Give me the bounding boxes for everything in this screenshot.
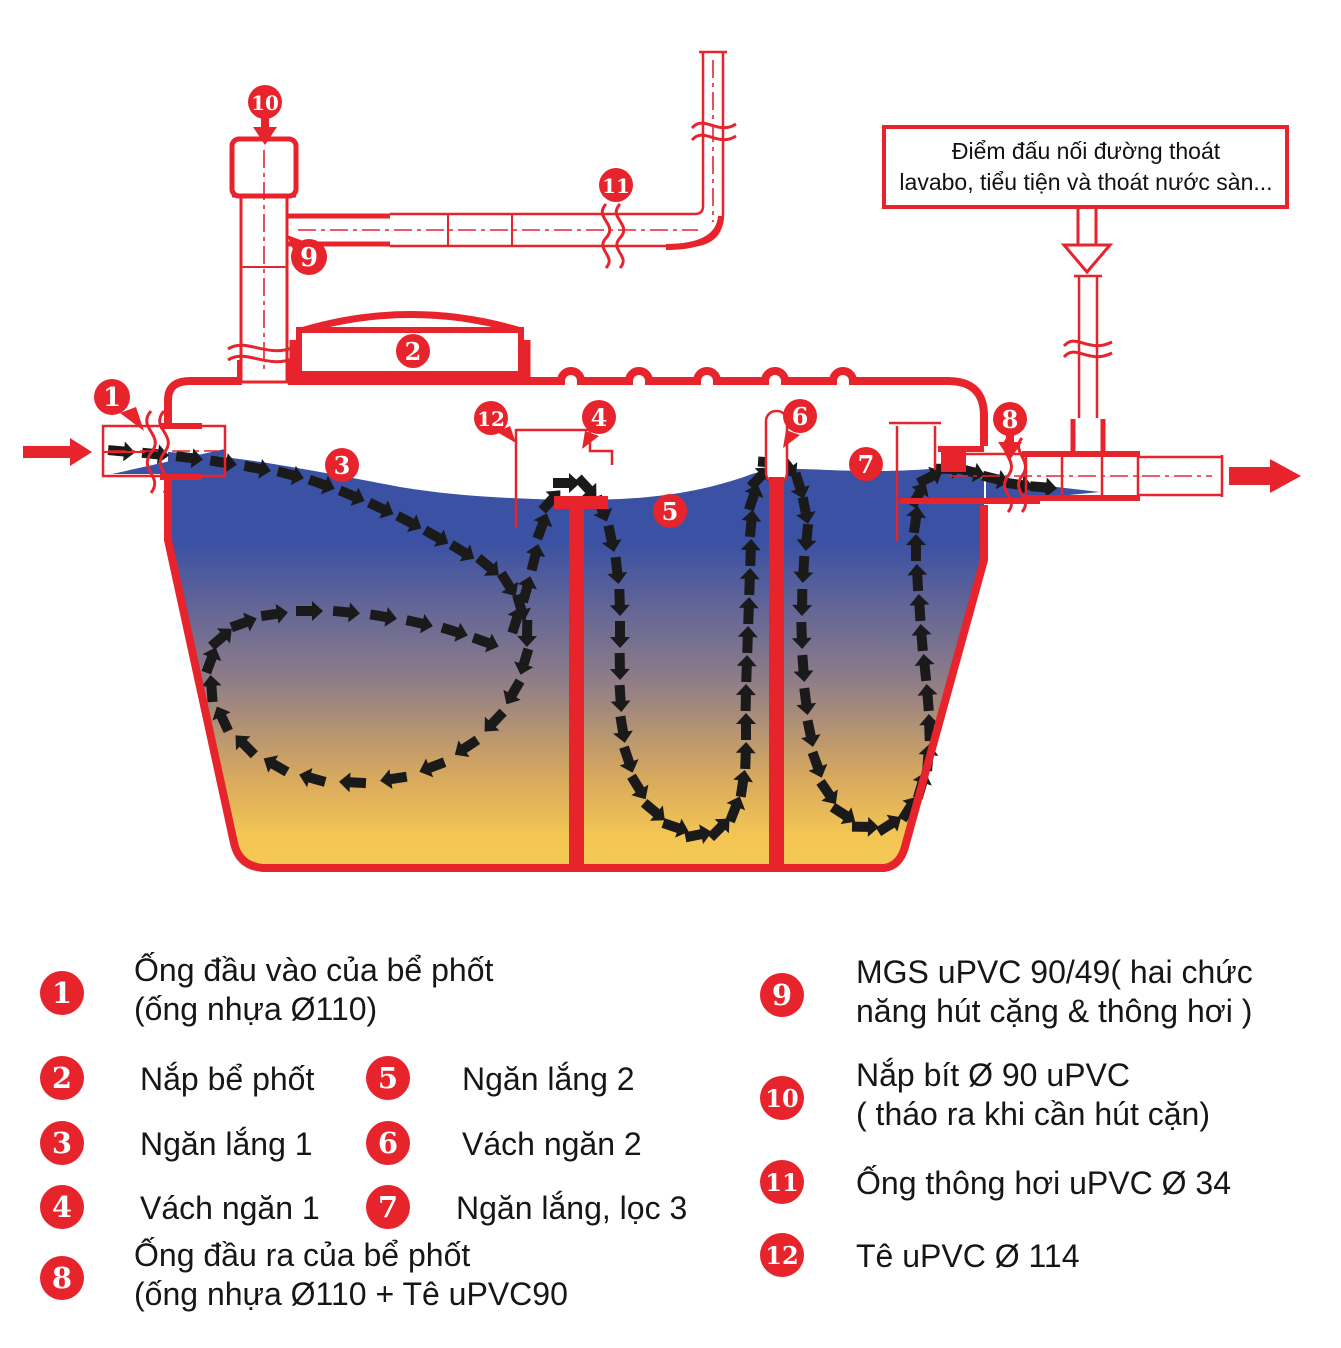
- vent-branch-assembly: [287, 50, 737, 270]
- legend-item-7: 7 Ngăn lắng, lọc 3: [366, 1185, 687, 1229]
- marker-12: 12: [474, 401, 516, 443]
- legend-badge-2: 2: [40, 1056, 84, 1100]
- legend-badge-1: 1: [40, 971, 84, 1015]
- legend-text-12: Tê uPVC Ø 114: [856, 1238, 1080, 1274]
- legend-item-4: 4 Vách ngăn 1: [40, 1185, 320, 1229]
- marker-10: 10: [248, 85, 282, 145]
- inlet-assembly: [23, 410, 227, 494]
- connection-annotation: Điểm đấu nối đường thoát lavabo, tiểu ti…: [882, 125, 1289, 275]
- marker-2: 2: [396, 334, 430, 368]
- legend-item-2: 2 Nắp bể phốt: [40, 1056, 314, 1100]
- tank-top-ribbed-edge: [288, 367, 988, 446]
- baffle-1: [554, 496, 608, 869]
- vent-break-marks: [227, 343, 295, 364]
- svg-text:3: 3: [334, 451, 351, 480]
- marker-11: 11: [599, 168, 633, 202]
- inlet-flow-arrow: [23, 438, 92, 466]
- hollow-arrow-head: [1060, 243, 1114, 275]
- annotation-line2: lavabo, tiểu tiện và thoát nước sàn...: [899, 169, 1272, 195]
- outlet-flanges: [900, 446, 1040, 504]
- legend-badge-6: 6: [366, 1121, 410, 1165]
- legend-item-1: 1 Ống đầu vào của bể phốt (ống nhựa Ø110…: [40, 952, 493, 1029]
- legend-badge-5: 5: [366, 1056, 410, 1100]
- legend-text-9: MGS uPVC 90/49( hai chức năng hút cặng &…: [856, 954, 1253, 1029]
- svg-text:10: 10: [251, 91, 279, 115]
- outlet-tee-body: [1022, 451, 1140, 501]
- svg-text:6: 6: [792, 402, 809, 431]
- legend-badge-8: 8: [40, 1256, 84, 1300]
- legend-badge-10: 10: [760, 1076, 804, 1120]
- legend-item-6: 6 Vách ngăn 2: [366, 1121, 642, 1165]
- svg-text:8: 8: [1002, 405, 1019, 434]
- legend-item-11: 11 Ống thông hơi uPVC Ø 34: [760, 1160, 1231, 1204]
- inlet-break-marks: [145, 410, 170, 494]
- annotation-box: [882, 125, 1289, 209]
- svg-text:7: 7: [858, 450, 875, 479]
- legend-text-5: Ngăn lắng 2: [462, 1061, 635, 1097]
- legend-item-5: 5 Ngăn lắng 2: [366, 1056, 635, 1100]
- svg-text:11: 11: [602, 174, 630, 198]
- outlet-pipe: [1138, 455, 1224, 497]
- marker-1: 1: [94, 379, 144, 431]
- marker-5: 5: [653, 494, 687, 528]
- legend-item-9: 9 MGS uPVC 90/49( hai chức năng hút cặng…: [760, 954, 1253, 1031]
- legend-text-10: Nắp bít Ø 90 uPVC ( tháo ra khi cần hút …: [856, 1057, 1210, 1132]
- drop-pipe-socket: [1070, 419, 1106, 452]
- marker-6: 6: [783, 399, 817, 448]
- outlet-assembly: [950, 274, 1301, 513]
- branch-break-marks: [600, 121, 737, 270]
- svg-text:12: 12: [477, 407, 505, 431]
- legend-text-8: Ống đầu ra của bể phốt (ống nhựa Ø110 + …: [134, 1237, 568, 1312]
- legend-text-1: Ống đầu vào của bể phốt (ống nhựa Ø110): [134, 952, 494, 1027]
- legend-text-6: Vách ngăn 2: [462, 1126, 642, 1162]
- legend-badge-7: 7: [366, 1185, 410, 1229]
- svg-text:1: 1: [103, 383, 121, 413]
- legend-item-3: 3 Ngăn lắng 1: [40, 1121, 313, 1165]
- legend-item-10: 10 Nắp bít Ø 90 uPVC ( tháo ra khi cần h…: [760, 1057, 1210, 1134]
- legend-badge-4: 4: [40, 1185, 84, 1229]
- legend-text-3: Ngăn lắng 1: [140, 1126, 313, 1162]
- elbow-thick-corner: [665, 215, 724, 250]
- drop-pipe-break: [1062, 339, 1113, 359]
- legend-item-8: 8 Ống đầu ra của bể phốt (ống nhựa Ø110 …: [40, 1237, 568, 1314]
- legend-badge-3: 3: [40, 1121, 84, 1165]
- marker-7: 7: [849, 447, 883, 481]
- legend-badge-9: 9: [760, 973, 804, 1017]
- annotation-line1: Điểm đấu nối đường thoát: [952, 138, 1221, 164]
- marker-3: 3: [325, 448, 359, 482]
- marker-4: 4: [582, 400, 616, 449]
- svg-text:4: 4: [591, 403, 608, 432]
- vent-riser-assembly: [227, 136, 299, 384]
- diagram-markers: 1 2 3 4 5 6 7: [94, 85, 1027, 528]
- legend-badge-12: 12: [760, 1233, 804, 1277]
- legend-text-2: Nắp bể phốt: [140, 1061, 315, 1097]
- outlet-internal-tee: [889, 421, 1026, 542]
- legend-text-7: Ngăn lắng, lọc 3: [456, 1190, 688, 1226]
- outlet-flow-arrow: [1229, 459, 1301, 493]
- svg-text:5: 5: [662, 497, 679, 526]
- svg-text:9: 9: [300, 243, 318, 273]
- marker-8: 8: [993, 402, 1027, 460]
- tank-water: [112, 449, 1100, 868]
- legend-item-12: 12 Tê uPVC Ø 114: [760, 1233, 1080, 1277]
- legend-badge-11: 11: [760, 1160, 804, 1204]
- legend-text-11: Ống thông hơi uPVC Ø 34: [856, 1165, 1231, 1201]
- svg-text:2: 2: [405, 337, 422, 366]
- hollow-arrow-down: [1076, 208, 1098, 245]
- legend-text-4: Vách ngăn 1: [140, 1190, 320, 1226]
- septic-tank-diagram: Điểm đấu nối đường thoát lavabo, tiểu ti…: [23, 50, 1301, 872]
- baffle-2: [764, 409, 789, 869]
- marker-9: 9: [287, 235, 327, 275]
- branch-centerline: [298, 60, 714, 231]
